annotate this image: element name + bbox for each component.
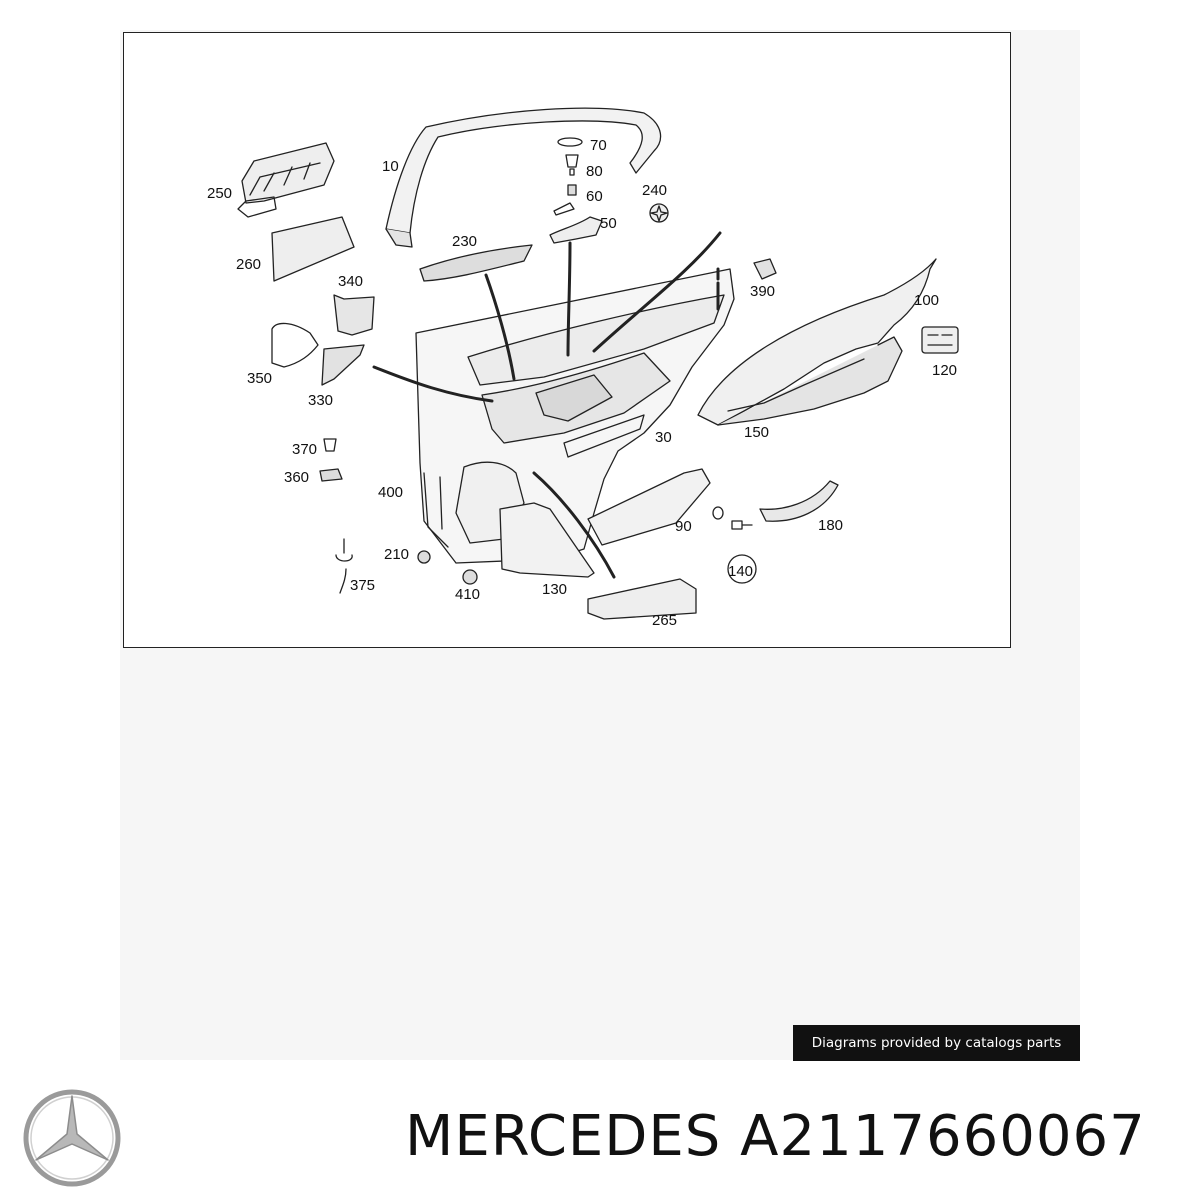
- part-70-80-60-clips: [553, 137, 583, 216]
- callout-340: 340: [338, 273, 364, 290]
- mercedes-star-icon: [23, 1089, 121, 1187]
- callout-130: 130: [542, 581, 568, 598]
- callout-350: 350: [247, 370, 273, 387]
- callout-375: 375: [350, 577, 376, 594]
- part-340-bracket: [333, 294, 375, 336]
- callout-240: 240: [642, 182, 668, 199]
- part-number-caption: MERCEDES A2117660067: [405, 1104, 1146, 1169]
- callout-120: 120: [932, 362, 958, 379]
- callout-330: 330: [308, 392, 334, 409]
- callout-100: 100: [914, 292, 940, 309]
- callout-150: 150: [744, 424, 770, 441]
- callout-60: 60: [586, 188, 603, 205]
- door-panel-drawing: [237, 107, 959, 620]
- callout-400: 400: [378, 484, 404, 501]
- callout-210: 210: [384, 546, 410, 563]
- exploded-parts-diagram: 10 70 80 60 50 240 250 230 260 340 390 1…: [123, 32, 1011, 648]
- part-140-screws: [712, 506, 757, 584]
- part-230-strip: [419, 244, 533, 282]
- callout-230: 230: [452, 233, 478, 250]
- callout-80: 80: [586, 163, 603, 180]
- part-10-window-trim: [385, 107, 662, 248]
- part-50-handle: [549, 216, 603, 244]
- part-350-seal: [271, 322, 319, 368]
- part-90-pocket: [587, 468, 711, 546]
- part-120-switch: [921, 326, 959, 354]
- part-180-bracket: [759, 480, 839, 522]
- callout-360: 360: [284, 469, 310, 486]
- callout-390: 390: [750, 283, 776, 300]
- callout-140: 140: [728, 563, 754, 580]
- callout-70: 70: [590, 137, 607, 154]
- callout-370: 370: [292, 441, 318, 458]
- callout-10: 10: [382, 158, 399, 175]
- diagram-credit-badge: Diagrams provided by catalogs parts: [793, 1025, 1080, 1061]
- leader-arrows: [372, 231, 722, 579]
- part-260-pocket: [271, 216, 355, 282]
- callout-265: 265: [652, 612, 678, 629]
- part-330-cover: [321, 344, 365, 386]
- callout-50: 50: [600, 215, 617, 232]
- part-130-cover: [499, 502, 595, 578]
- small-fasteners: [319, 438, 478, 594]
- part-265-strip: [587, 578, 697, 620]
- callout-410: 410: [455, 586, 481, 603]
- callout-260: 260: [236, 256, 262, 273]
- callout-180: 180: [818, 517, 844, 534]
- callout-90: 90: [675, 518, 692, 535]
- part-250-bracket: [237, 142, 335, 218]
- callout-250: 250: [207, 185, 233, 202]
- part-100-armrest: [697, 258, 937, 426]
- part-390-clip: [753, 258, 777, 280]
- callout-30: 30: [655, 429, 672, 446]
- part-240-grommet: [649, 203, 669, 223]
